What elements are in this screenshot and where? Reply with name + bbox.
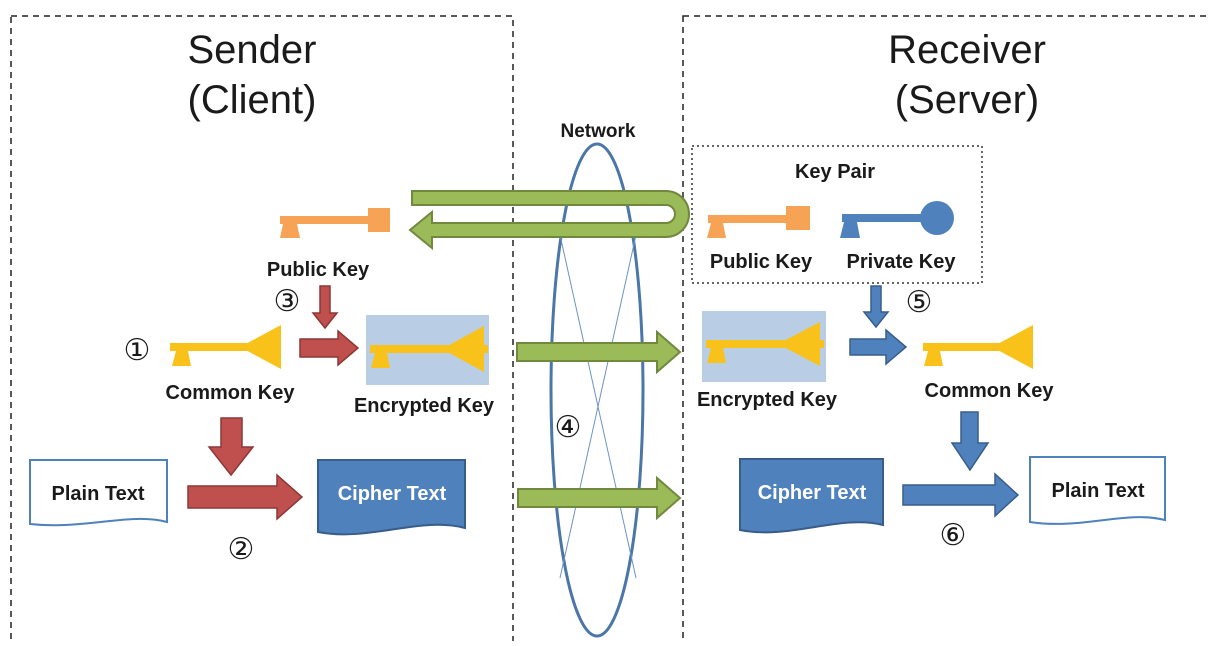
encrypted-key-transfer-arrow [516,329,682,375]
receiver-plain-text-label: Plain Text [1052,480,1145,502]
encrypt-text-arrow [187,473,304,521]
common-key-decrypt-down-arrow [950,411,990,472]
step-1-marker: ① [124,334,151,367]
receiver-plain-text-doc [1029,456,1166,525]
network-label: Network [561,121,636,142]
sender-subtitle: (Client) [188,78,317,122]
receiver-public-key-icon [707,206,810,238]
sender-public-key-label: Public Key [267,259,370,281]
encrypt-key-arrow [299,329,360,367]
key-pair-box [691,145,983,284]
receiver-public-key-label: Public Key [710,251,813,273]
private-key-label: Private Key [847,251,957,273]
receiver-common-key-label: Common Key [925,380,1055,402]
sender-plain-text-label: Plain Text [52,483,145,505]
sender-cipher-text-doc [317,459,466,536]
sender-encrypted-key-icon [370,326,488,372]
sender-public-key-icon [280,208,390,238]
decrypt-text-arrow [902,472,1020,518]
network-channel [549,142,645,638]
network-ellipse [549,142,645,638]
sender-panel [10,15,514,646]
sender-cipher-text-label: Cipher Text [338,483,447,505]
private-key-icon [840,201,954,238]
key-pair-label: Key Pair [795,161,875,183]
sender-encrypted-key-label: Encrypted Key [354,395,495,417]
step-4-marker: ④ [555,411,582,444]
sender-title: Sender [188,28,317,72]
receiver-common-key-icon [923,325,1033,369]
private-key-down-arrow [862,285,890,329]
step-6-marker: ⑥ [940,519,967,552]
public-key-transfer-arrow [408,190,690,251]
sender-common-key-label: Common Key [166,382,296,404]
network-cross-line [559,234,637,579]
common-key-down-arrow [207,417,255,477]
sender-common-key-icon [170,325,281,369]
receiver-panel [682,15,1208,646]
receiver-subtitle: (Server) [895,78,1039,122]
step-3-marker: ③ [274,285,301,318]
cipher-text-transfer-arrow [517,475,682,521]
step-2-marker: ② [228,533,255,566]
receiver-title: Receiver [888,28,1046,72]
step-3-down-arrow [311,285,339,330]
receiver-cipher-text-label: Cipher Text [758,482,867,504]
receiver-encrypted-key-label: Encrypted Key [697,389,838,411]
sender-plain-text-doc [29,459,168,527]
receiver-cipher-text-doc [739,458,884,534]
receiver-encrypted-key-icon [706,322,824,366]
decrypt-key-arrow [849,328,908,366]
step-5-marker: ⑤ [906,286,933,319]
